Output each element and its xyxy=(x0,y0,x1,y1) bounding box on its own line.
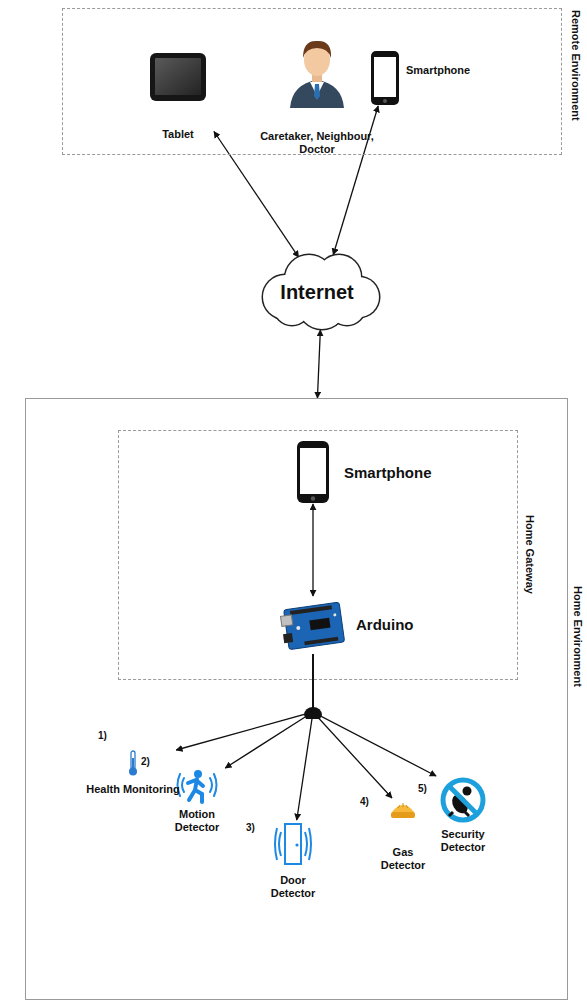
security-icon xyxy=(439,776,487,824)
connector-arrow xyxy=(176,654,313,750)
sensor-node: Health Monitoring xyxy=(77,750,189,796)
smartphone-icon xyxy=(296,440,330,504)
tablet-icon xyxy=(149,52,207,102)
callout-number: 1) xyxy=(98,730,107,742)
node-label: Arduino xyxy=(356,616,414,634)
gateway-region: Home Gateway Smartphone Arduino xyxy=(118,430,518,680)
connector-arrow xyxy=(333,106,378,255)
callout-number: 5) xyxy=(418,783,427,795)
region-label: Home Gateway xyxy=(523,515,536,594)
gas-detector-icon xyxy=(390,798,416,820)
gateway-phone: Smartphone xyxy=(296,440,432,504)
motion-icon xyxy=(175,768,219,804)
sensor-node: Gas Detector xyxy=(376,798,430,872)
arduino-board xyxy=(280,596,346,654)
device-node: Smartphone xyxy=(370,50,470,106)
door-icon xyxy=(273,820,313,868)
thermometer-icon xyxy=(127,750,139,777)
arduino-node: Arduino xyxy=(280,596,414,654)
connector-arrow xyxy=(225,654,313,768)
node-label: Tablet xyxy=(162,128,194,141)
sensor-node: Motion Detector xyxy=(157,768,237,834)
internet-cloud: Internet xyxy=(247,245,387,333)
home-region: Home EnvironmentHome Gateway Smartphone … xyxy=(25,398,568,1000)
node-label: Door Detector xyxy=(260,874,326,900)
region-label: Home Environment xyxy=(571,586,584,687)
connector-arrow xyxy=(297,654,313,820)
sensor-node: Security Detector xyxy=(432,776,494,854)
connector-arrow xyxy=(313,654,436,776)
person-node: Caretaker, Neighbour, Doctor xyxy=(259,30,375,156)
device-node: Tablet xyxy=(142,48,214,141)
connector-arrow xyxy=(312,504,313,596)
callout-number: 3) xyxy=(246,822,255,834)
node-label: Internet xyxy=(280,274,353,304)
node-label: Health Monitoring xyxy=(86,783,180,796)
node-label: Security Detector xyxy=(432,828,494,854)
connector-arrow xyxy=(214,132,299,258)
node-label: Motion Detector xyxy=(157,808,237,834)
callout-number: 4) xyxy=(360,796,369,808)
node-label: Smartphone xyxy=(344,464,432,482)
smartphone-icon xyxy=(370,50,400,106)
remote-region: Remote Environment Tablet Caretaker, Nei… xyxy=(62,8,562,155)
node-label: Smartphone xyxy=(406,64,470,77)
node-label: Caretaker, Neighbour, Doctor xyxy=(259,130,375,156)
region-label: Remote Environment xyxy=(569,10,582,121)
person-icon xyxy=(286,34,348,108)
connector-arrow xyxy=(317,330,320,398)
node-label: Gas Detector xyxy=(376,846,430,872)
sensor-node: Door Detector xyxy=(260,820,326,900)
callout-number: 2) xyxy=(141,756,150,768)
hub-connector xyxy=(304,707,322,719)
connector-arrow xyxy=(313,654,392,798)
